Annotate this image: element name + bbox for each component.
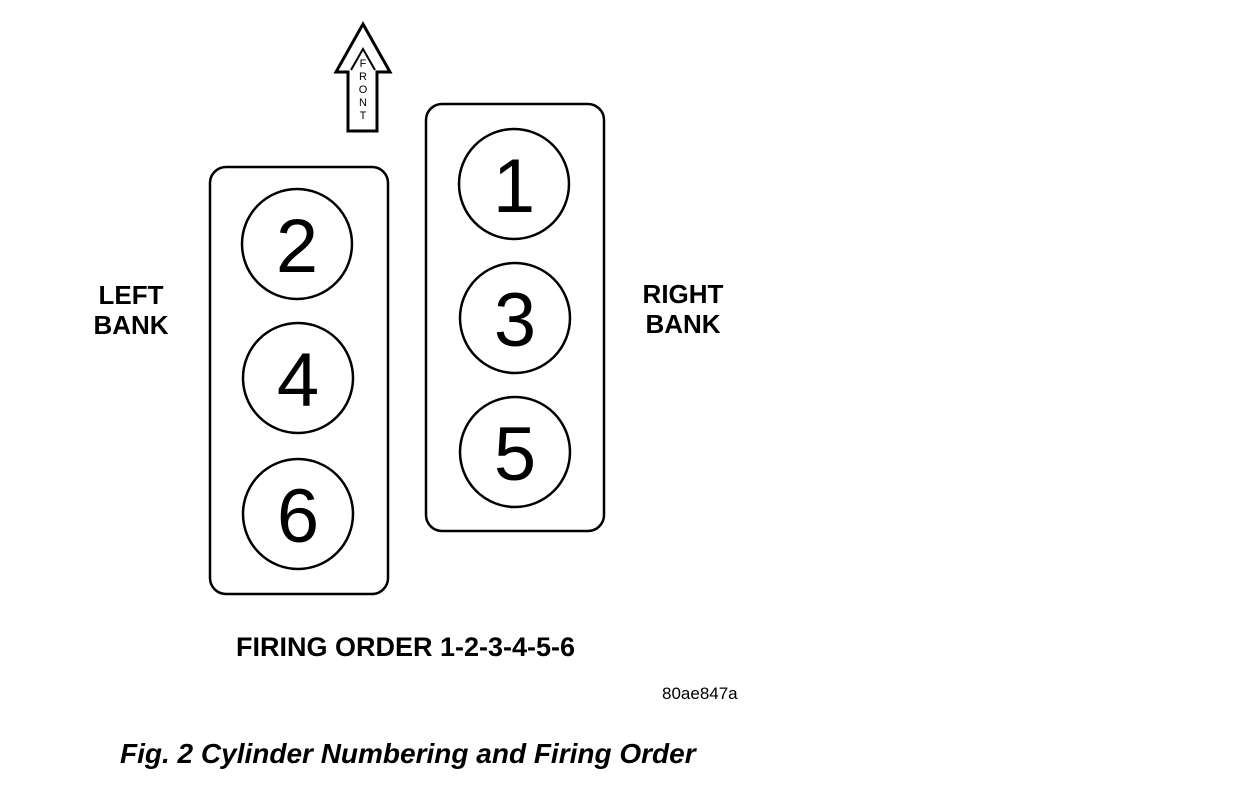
left-bank-label: LEFT BANK (88, 280, 174, 340)
figure-caption: Fig. 2 Cylinder Numbering and Firing Ord… (120, 738, 696, 769)
front-letter: N (359, 97, 367, 109)
cylinder-number: 4 (277, 338, 319, 423)
cylinder-number: 3 (494, 278, 536, 363)
cylinder-circle (241, 457, 355, 571)
firing-order-text: FIRING ORDER 1-2-3-4-5-6 (236, 632, 576, 662)
cylinder-number: 6 (277, 474, 319, 559)
cylinder-circle (240, 187, 354, 301)
right-bank-block (424, 102, 606, 533)
right-bank: 1 3 5 (424, 102, 606, 533)
front-letter: R (359, 71, 367, 83)
left-bank-label-line: BANK (93, 310, 169, 340)
cylinder-circle (241, 321, 355, 435)
right-bank-label-line: BANK (645, 309, 721, 339)
right-bank-label: RIGHT BANK (636, 279, 730, 339)
cylinder-number: 2 (276, 204, 318, 289)
left-bank: 2 4 6 (208, 165, 390, 596)
right-bank-label-line: RIGHT (642, 279, 724, 309)
front-arrow: F R O N T (333, 20, 393, 133)
front-letter: F (360, 58, 367, 70)
figure-code: 80ae847a (662, 684, 738, 703)
cylinder-number: 5 (494, 412, 536, 497)
cylinder-circle (457, 127, 571, 241)
cylinder-circle (458, 395, 572, 509)
cylinder-circle (458, 261, 572, 375)
front-arrow-icon (333, 20, 393, 133)
left-bank-label-line: LEFT (98, 280, 164, 310)
front-letter: O (359, 84, 368, 96)
front-letter: T (360, 110, 367, 122)
cylinder-number: 1 (493, 144, 535, 229)
left-bank-block (208, 165, 390, 596)
